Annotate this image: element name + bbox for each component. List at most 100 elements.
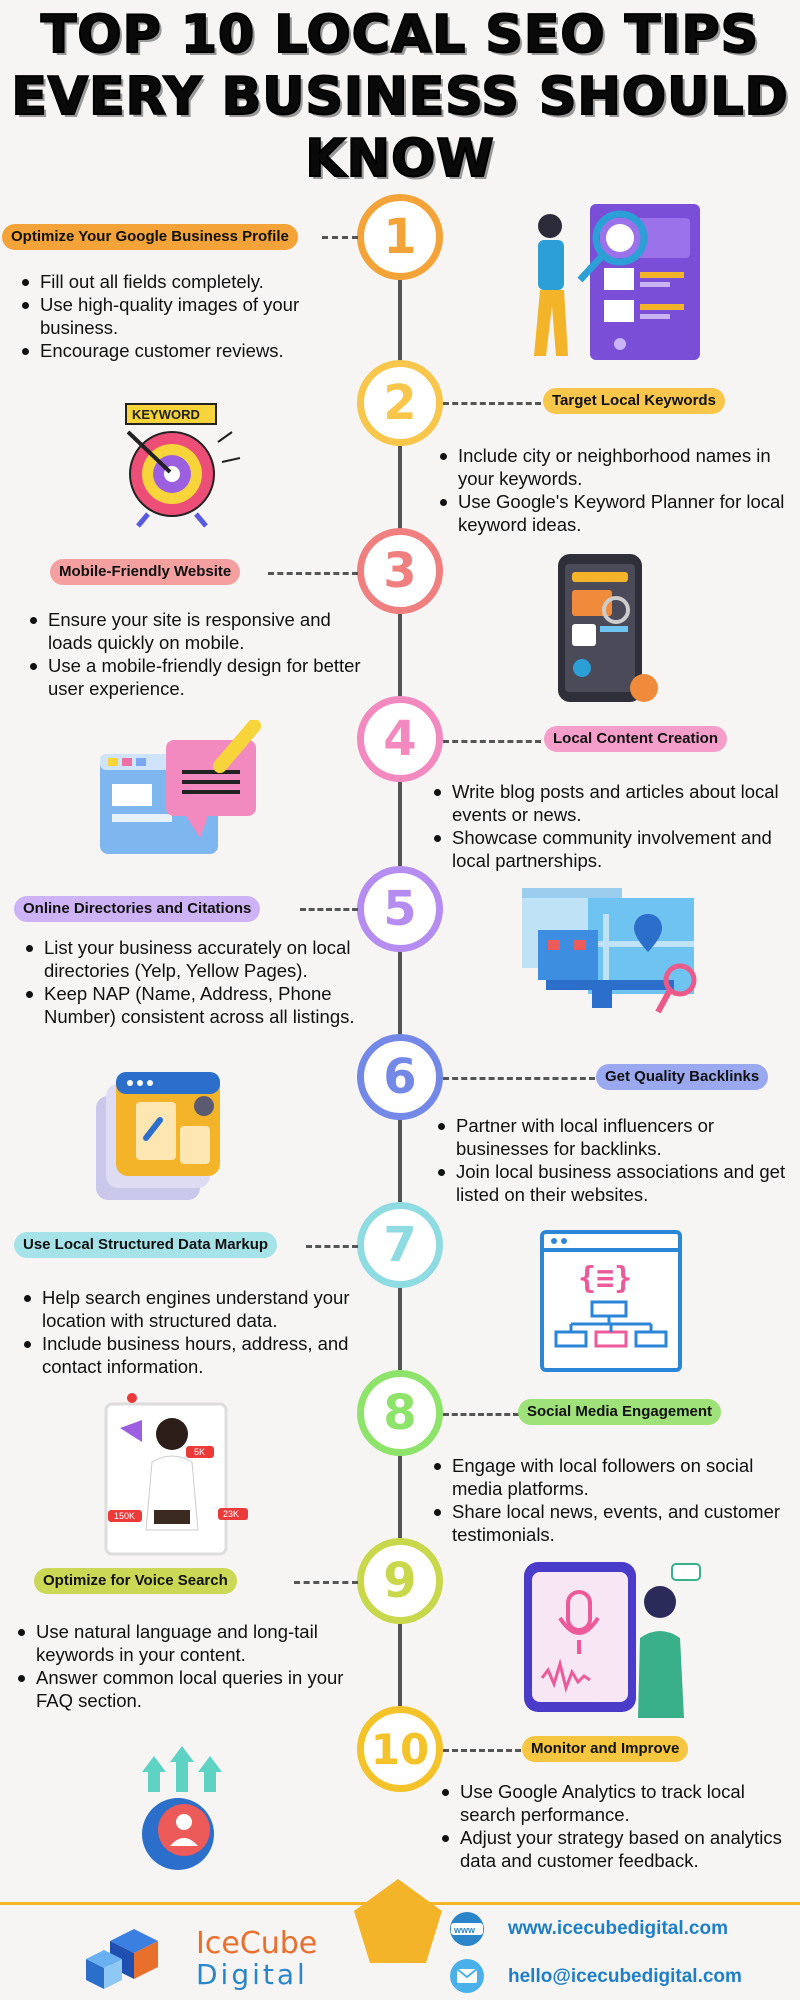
tip-9-label: Optimize for Voice Search [34, 1568, 237, 1594]
icecube-logo-icon [86, 1929, 158, 1989]
tip-5-label: Online Directories and Citations [14, 896, 261, 922]
structured-data-illustration: {≡} [540, 1230, 682, 1372]
tip-10-number: 10 [370, 1724, 430, 1774]
tip-5-connector [300, 908, 358, 911]
social-media-illustration: 5K 150K 23K [104, 1393, 248, 1556]
tip-3-connector [268, 572, 358, 575]
tip-5-bullet-2: Keep NAP (Name, Address, Phone Number) c… [24, 982, 380, 1028]
svg-text:{≡}: {≡} [578, 1261, 632, 1296]
tip-5-bullets: List your business accurately on local d… [24, 936, 380, 1028]
tip-6-bullet-2: Join local business associations and get… [436, 1160, 796, 1206]
tip-10-bullet-1: Use Google Analytics to track local sear… [440, 1780, 796, 1826]
tip-9-bullet-1: Use natural language and long-tail keywo… [16, 1620, 376, 1666]
title-line-3: KNOW [304, 128, 495, 190]
tip-5-number-circle: 5 [357, 866, 443, 952]
tip-7-label-text: Use Local Structured Data Markup [23, 1236, 269, 1253]
tip-7-number-circle: 7 [357, 1202, 443, 1288]
website-link[interactable]: www.icecubedigital.com [508, 1918, 728, 1939]
tip-3-label: Mobile-Friendly Website [50, 559, 241, 585]
keyword-tag-text: KEYWORD [132, 407, 200, 422]
voice-search-illustration [524, 1562, 701, 1718]
timeline-spine [398, 280, 402, 1720]
tip-4-bullet-1: Write blog posts and articles about loca… [432, 780, 796, 826]
backlink-illustration [96, 1072, 220, 1200]
tip-7-bullet-1: Help search engines understand your loca… [22, 1286, 396, 1332]
tip-3-bullets: Ensure your site is responsive and loads… [28, 608, 378, 700]
social-hearts-count: 150K [114, 1511, 135, 1521]
tip-2-bullet-2: Use Google's Keyword Planner for local k… [438, 490, 788, 536]
social-likes-count: 5K [194, 1447, 205, 1457]
tip-7-connector [306, 1245, 358, 1248]
tip-2-bullets: Include city or neighborhood names in yo… [438, 444, 788, 536]
email-link[interactable]: hello@icecubedigital.com [508, 1966, 742, 1987]
keyword-target-illustration: KEYWORD [125, 403, 241, 528]
tip-2-label: Target Local Keywords [543, 388, 725, 414]
tip-1-bullet-2: Use high-quality images of your business… [20, 293, 340, 339]
tip-8-number: 8 [383, 1385, 417, 1441]
tip-3-number-circle: 3 [357, 528, 443, 614]
title-line-2: EVERY BUSINESS SHOULD [10, 66, 789, 128]
business-profile-illustration [534, 204, 700, 360]
tip-9-bullets: Use natural language and long-tail keywo… [16, 1620, 376, 1712]
online-directory-illustration [522, 888, 697, 1014]
tip-10-bullets: Use Google Analytics to track local sear… [440, 1780, 796, 1872]
social-comments-count: 23K [223, 1509, 239, 1519]
tip-10-number-circle: 10 [357, 1706, 443, 1792]
tip-2-number-circle: 2 [357, 360, 443, 446]
tip-2-bullet-1: Include city or neighborhood names in yo… [438, 444, 788, 490]
tip-7-number: 7 [383, 1217, 417, 1273]
tip-4-number-circle: 4 [357, 696, 443, 782]
tip-3-bullet-1: Ensure your site is responsive and loads… [28, 608, 378, 654]
tip-4-bullet-2: Showcase community involvement and local… [432, 826, 796, 872]
tip-2-label-text: Target Local Keywords [552, 392, 716, 409]
tip-9-number: 9 [383, 1553, 417, 1609]
tip-6-number-circle: 6 [357, 1034, 443, 1120]
tip-8-label: Social Media Engagement [518, 1399, 722, 1425]
tip-2-number: 2 [383, 375, 417, 431]
tip-10-label: Monitor and Improve [522, 1736, 689, 1762]
tip-3-bullet-2: Use a mobile-friendly design for better … [28, 654, 378, 700]
tip-7-bullet-2: Include business hours, address, and con… [22, 1332, 396, 1378]
tip-4-label: Local Content Creation [544, 726, 728, 752]
tip-6-label: Get Quality Backlinks [596, 1064, 769, 1090]
tip-1-label: Optimize Your Google Business Profile [2, 224, 298, 250]
tip-3-label-text: Mobile-Friendly Website [59, 563, 232, 580]
tip-1-label-text: Optimize Your Google Business Profile [11, 228, 289, 245]
tip-4-label-text: Local Content Creation [553, 730, 719, 747]
tip-7-label: Use Local Structured Data Markup [14, 1232, 278, 1258]
title-line-1: TOP 10 LOCAL SEO TIPS [40, 4, 760, 66]
tip-7-bullets: Help search engines understand your loca… [22, 1286, 396, 1378]
tip-4-number: 4 [383, 711, 417, 767]
tip-6-bullet-1: Partner with local influencers or busine… [436, 1114, 796, 1160]
tip-2-connector [443, 402, 541, 405]
tip-4-connector [443, 740, 541, 743]
tip-10-label-text: Monitor and Improve [531, 1740, 680, 1757]
website-icon-text: www [453, 1925, 476, 1935]
website-globe-icon: www [450, 1912, 484, 1946]
tip-10-connector [443, 1749, 521, 1752]
tip-10-bullet-2: Adjust your strategy based on analytics … [440, 1826, 796, 1872]
tip-9-bullet-2: Answer common local queries in your FAQ … [16, 1666, 376, 1712]
tip-1-connector [322, 236, 358, 239]
tip-8-label-text: Social Media Engagement [527, 1403, 713, 1420]
tip-9-label-text: Optimize for Voice Search [43, 1572, 228, 1589]
tip-8-number-circle: 8 [357, 1370, 443, 1456]
tip-5-bullet-1: List your business accurately on local d… [24, 936, 380, 982]
content-creation-illustration [100, 720, 261, 854]
tip-4-bullets: Write blog posts and articles about loca… [432, 780, 796, 872]
tip-1-number: 1 [383, 209, 417, 265]
tip-1-number-circle: 1 [357, 194, 443, 280]
tip-8-bullet-1: Engage with local followers on social me… [432, 1454, 792, 1500]
tip-6-label-text: Get Quality Backlinks [605, 1068, 760, 1085]
tip-3-number: 3 [383, 543, 417, 599]
tip-5-label-text: Online Directories and Citations [23, 900, 252, 917]
email-icon [450, 1959, 484, 1993]
tip-1-bullets: Fill out all fields completely. Use high… [20, 270, 340, 362]
tip-1-bullet-3: Encourage customer reviews. [20, 339, 340, 362]
page-title: TOP 10 LOCAL SEO TIPS EVERY BUSINESS SHO… [0, 4, 800, 190]
tip-9-connector [294, 1581, 358, 1584]
tip-8-bullets: Engage with local followers on social me… [432, 1454, 792, 1546]
tip-6-number: 6 [383, 1049, 417, 1105]
tip-8-bullet-2: Share local news, events, and customer t… [432, 1500, 792, 1546]
brand-name-top: IceCube [196, 1926, 318, 1961]
